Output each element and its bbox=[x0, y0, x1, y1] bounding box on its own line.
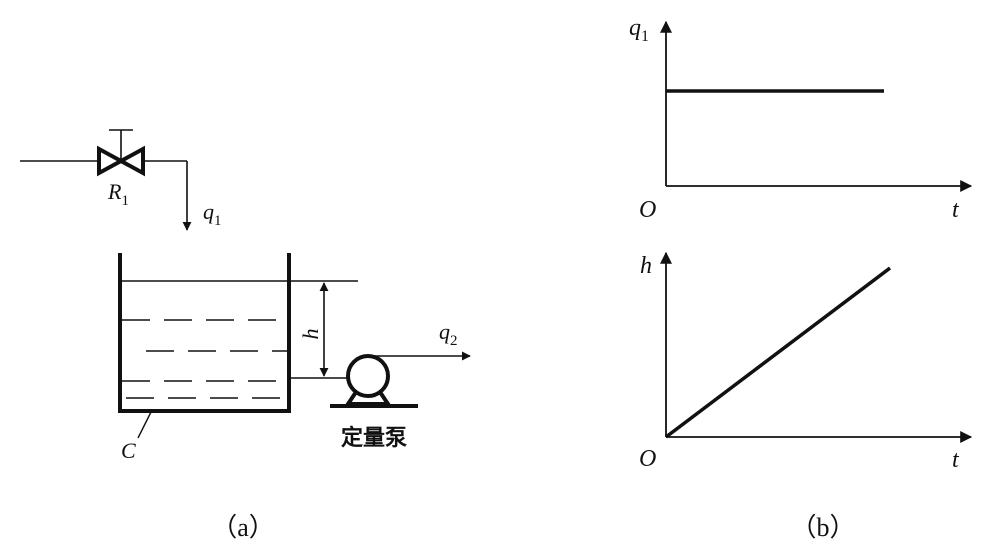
panel-b: q1 t O h t O （b） bbox=[629, 15, 973, 542]
inflow-label: q1 bbox=[203, 199, 222, 229]
outflow-label: q2 bbox=[439, 319, 458, 349]
pump-icon bbox=[330, 354, 418, 408]
inlet-pipe bbox=[20, 160, 192, 231]
chart-top: q1 t O bbox=[629, 15, 973, 223]
valve-label: R1 bbox=[107, 179, 129, 209]
chart-bottom-ylabel: h bbox=[640, 253, 652, 279]
chart-top-origin-label: O bbox=[639, 197, 656, 223]
liquid-dashes bbox=[122, 319, 289, 399]
panel-a: R1 q1 h C bbox=[20, 129, 471, 542]
pump-label: 定量泵 bbox=[341, 425, 407, 451]
chart-bottom-xlabel: t bbox=[952, 447, 960, 473]
chart-bottom: h t O bbox=[639, 251, 973, 473]
chart-top-ylabel: q1 bbox=[629, 15, 649, 45]
capacity-label: C bbox=[121, 438, 136, 463]
valve-icon bbox=[97, 129, 145, 177]
tank bbox=[118, 253, 291, 413]
chart-top-xlabel: t bbox=[952, 197, 960, 223]
caption-b: （b） bbox=[790, 513, 855, 542]
capacity-leader bbox=[137, 411, 152, 439]
outlet-pipe bbox=[289, 351, 471, 379]
level-label: h bbox=[298, 329, 323, 340]
caption-a: （a） bbox=[211, 513, 275, 542]
chart-bottom-series-line bbox=[664, 266, 892, 439]
chart-bottom-origin-label: O bbox=[639, 446, 656, 472]
